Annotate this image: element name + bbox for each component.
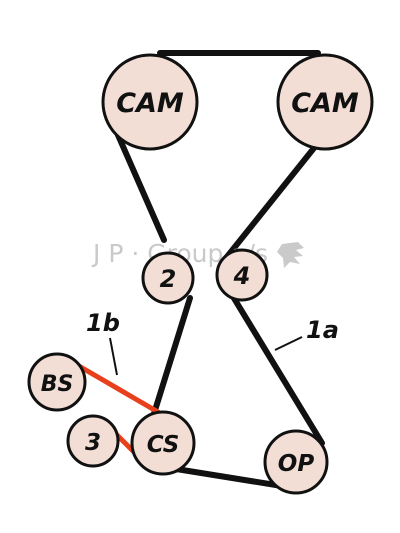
idler-pulley-2: 2 xyxy=(141,251,195,305)
idler-pulley-4: 4 xyxy=(215,248,269,302)
pulley-cam-right-label: CAM xyxy=(291,88,359,119)
pulley-cs-label: CS xyxy=(147,432,180,458)
pulley-cam-right: CAM xyxy=(276,53,374,151)
balancer-belt-upper xyxy=(69,359,161,415)
pulley-cs-circle xyxy=(130,410,196,476)
idler-pulley-2-circle xyxy=(141,251,195,305)
pulley-cam-left-circle xyxy=(101,53,199,151)
belt-idler-2-to-cs xyxy=(149,295,193,423)
pulley-bs-label: BS xyxy=(41,372,74,397)
belt-label-1b-leader xyxy=(109,337,118,376)
watermark: J P · Group a/s xyxy=(91,239,304,268)
belt-label-1a-text: 1a xyxy=(306,316,339,344)
belt-label-1b-text: 1b xyxy=(86,309,120,337)
pulley-cam-left-label: CAM xyxy=(116,88,184,119)
pulley-bs-circle xyxy=(27,352,87,412)
idler-pulley-2-label: 2 xyxy=(160,265,177,293)
belt-label-1a: 1a xyxy=(274,316,339,351)
main-timing-belt xyxy=(115,50,325,489)
pulley-op-circle xyxy=(263,429,329,495)
idler-pulley-3-label: 3 xyxy=(85,430,101,456)
belt-idler-4-to-cam-right xyxy=(223,140,321,261)
idler-pulley-3: 3 xyxy=(66,414,120,468)
belt-cam-left-to-idler-2 xyxy=(115,132,167,243)
idler-pulley-4-label: 4 xyxy=(233,262,251,290)
watermark-logo-icon xyxy=(277,242,304,268)
belt-op-to-idler-4 xyxy=(229,292,325,446)
idler-pulley-3-circle xyxy=(66,414,120,468)
idler-pulley-4-circle xyxy=(215,248,269,302)
pulley-cam-left: CAM xyxy=(101,53,199,151)
belt-label-1b: 1b xyxy=(86,309,120,376)
pulley-cam-right-circle xyxy=(276,53,374,151)
pulley-bs: BS xyxy=(27,352,87,412)
pulley-op-label: OP xyxy=(278,451,315,477)
pulley-op: OP xyxy=(263,429,329,495)
belt-cs-to-op xyxy=(167,465,285,489)
pulley-cs: CS xyxy=(130,410,196,476)
belt-label-1a-leader xyxy=(274,336,303,351)
